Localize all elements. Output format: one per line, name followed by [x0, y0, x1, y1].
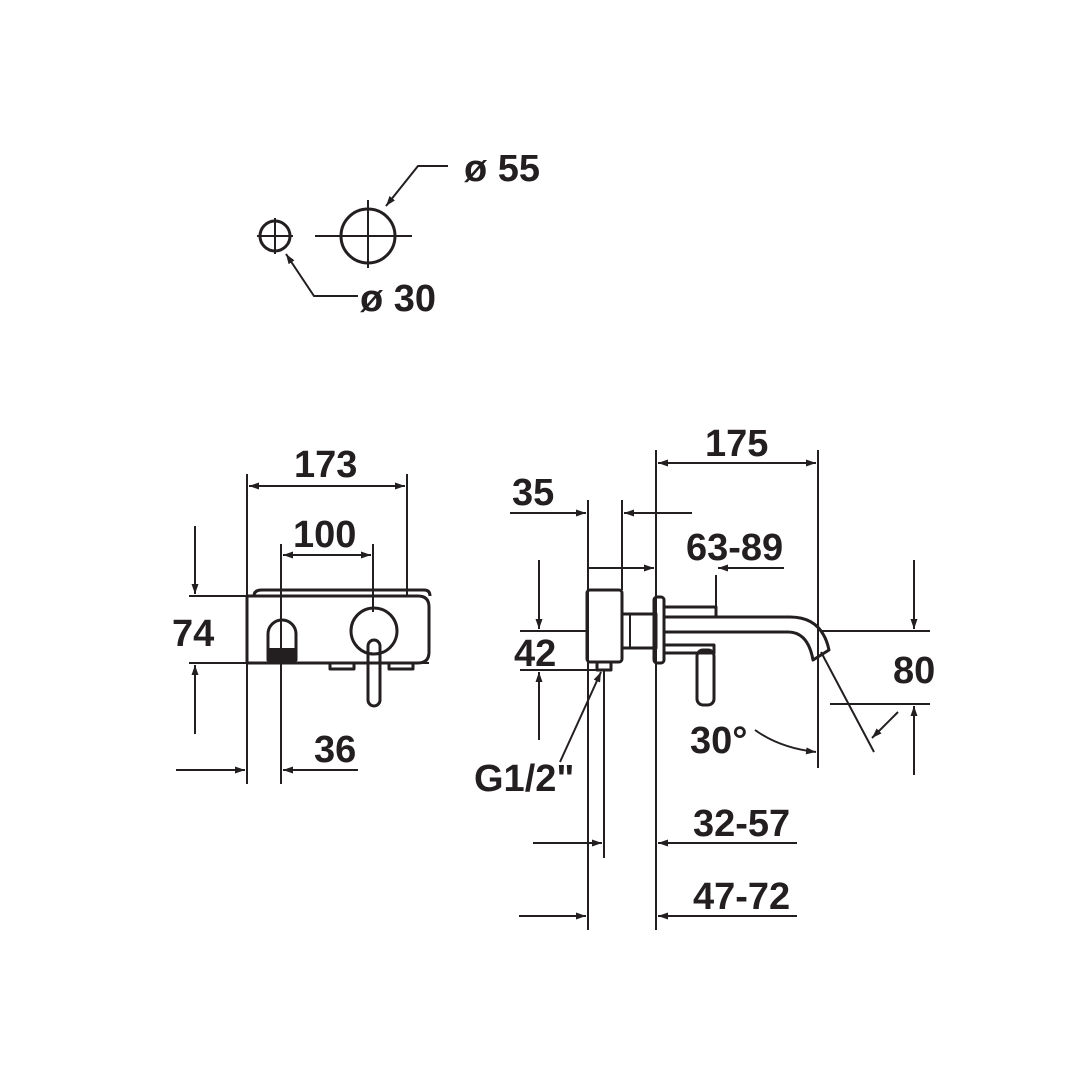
dim-35: 35: [510, 472, 692, 930]
dim-63-89: 63-89: [587, 527, 784, 607]
label-47-72: 47-72: [693, 876, 790, 918]
cutout-view: ø 55 ø 30: [257, 148, 540, 320]
label-32-57: 32-57: [693, 803, 790, 845]
side-lever: [695, 648, 716, 707]
leader-thread: G1/2": [474, 671, 602, 800]
label-dia-55: ø 55: [464, 148, 540, 190]
small-circle-30: [257, 218, 293, 254]
dim-100: 100: [280, 514, 374, 784]
label-63-89: 63-89: [686, 527, 783, 569]
spout: [664, 615, 831, 662]
side-view: 175 35 63-89 42 G1/2": [474, 423, 935, 930]
label-42: 42: [514, 633, 556, 675]
dim-80: 80: [822, 560, 935, 775]
label-30-degrees: 30°: [690, 720, 747, 762]
label-173: 173: [294, 444, 357, 486]
concealed-body: [585, 588, 624, 664]
dim-173: 173: [246, 444, 408, 784]
rosette: [652, 595, 666, 665]
large-circle-55: [315, 200, 412, 268]
dim-175: 175: [655, 423, 819, 930]
dim-32-57: 32-57: [533, 670, 797, 858]
label-80: 80: [893, 650, 935, 692]
lever-handle: [349, 606, 399, 708]
label-dia-30: ø 30: [360, 278, 436, 320]
dim-42: 42: [514, 560, 597, 740]
angle-30: 30°: [690, 651, 899, 762]
dim-74: 74: [172, 526, 247, 734]
leader-dia-30: [285, 253, 358, 297]
leader-dia-55: [385, 165, 448, 207]
label-100: 100: [293, 514, 356, 556]
label-175: 175: [705, 423, 768, 465]
front-view: 173 100 74 36: [172, 444, 432, 784]
label-74: 74: [172, 613, 214, 655]
dim-47-72: 47-72: [519, 876, 797, 920]
label-36: 36: [314, 729, 356, 771]
label-thread: G1/2": [474, 758, 574, 800]
dim-36: 36: [176, 729, 358, 774]
label-35: 35: [512, 472, 554, 514]
